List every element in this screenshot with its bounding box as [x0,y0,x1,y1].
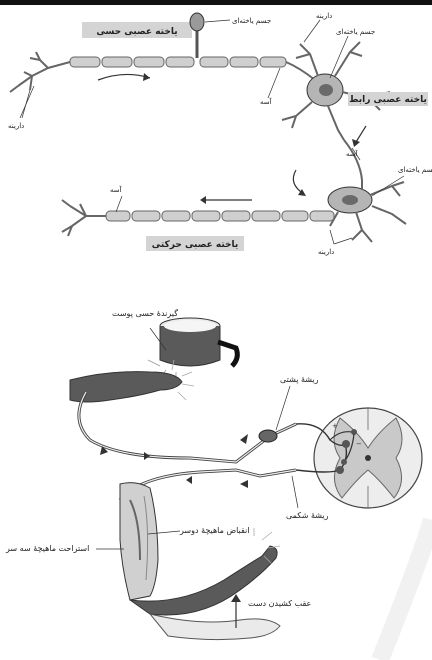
signal-arrow-2 [356,126,366,142]
axon-label-1: آسه [260,97,273,106]
sensory-axon [70,57,286,67]
motor-neuron-label: یاخته عصبی حرکتی [152,240,239,250]
biceps-contract-label: انقباض ماهیچهٔ دوسر [179,526,249,535]
interneuron-label: یاخته عصبی رابط [349,95,427,105]
motor-neuron [328,180,406,242]
sensory-neuron-label: یاخته عصبی حسی [96,27,177,37]
watermark-arc [380,520,432,660]
nerve-arrow-4 [240,480,248,488]
motor-terminals [62,200,106,236]
dorsal-root-label: ریشهٔ پشتی [280,375,319,384]
nerve-arrow-2 [144,452,150,460]
neuron-diagram: یاخته عصبی حسی جسم یاخته‌ای دارینه [8,12,432,256]
signal-arrow-1 [98,74,150,80]
triceps-relax-label: استراحت ماهیچهٔ سه سر [5,544,89,553]
ventral-root-label: ریشهٔ شکمی [286,511,329,520]
hot-pot [148,318,237,380]
cell-body-label-2: جسم یاخته‌ای [336,28,375,36]
dendrite-label-bottom: دارینه [318,248,334,256]
interneuron [282,42,390,180]
hand-top [70,372,182,402]
sensory-dendrites-left [10,52,70,92]
reflex-diagram: گیرندهٔ حسی پوست ریشهٔ پشتی ریشهٔ شکمی [5,308,432,660]
receptor-label: گیرندهٔ حسی پوست [112,308,178,318]
cell-body-label-3: جسم یاخته‌ای [398,166,432,174]
arm [120,483,280,640]
leader-line [205,20,230,22]
minus-sign: − [356,440,362,448]
plus-sign: + [332,422,338,430]
axon-label-3: آسه [110,185,123,194]
dendrite-label-top: دارینه [316,12,332,20]
sensory-nerve [79,392,296,462]
motor-axon [106,211,334,221]
nerve-arrow-3 [240,434,248,444]
hand-withdrawal-label: عقب کشیدن دست [248,599,311,608]
axon-label-2: آسه [346,149,359,158]
dorsal-root-ganglion [259,430,277,442]
sensory-cell-body [190,13,204,31]
spinal-cord-section: + − [296,408,422,508]
nerve-arrow-5 [186,476,192,484]
cell-body-label-1: جسم یاخته‌ای [232,17,271,25]
dendrite-label-left: دارینه [8,122,24,130]
